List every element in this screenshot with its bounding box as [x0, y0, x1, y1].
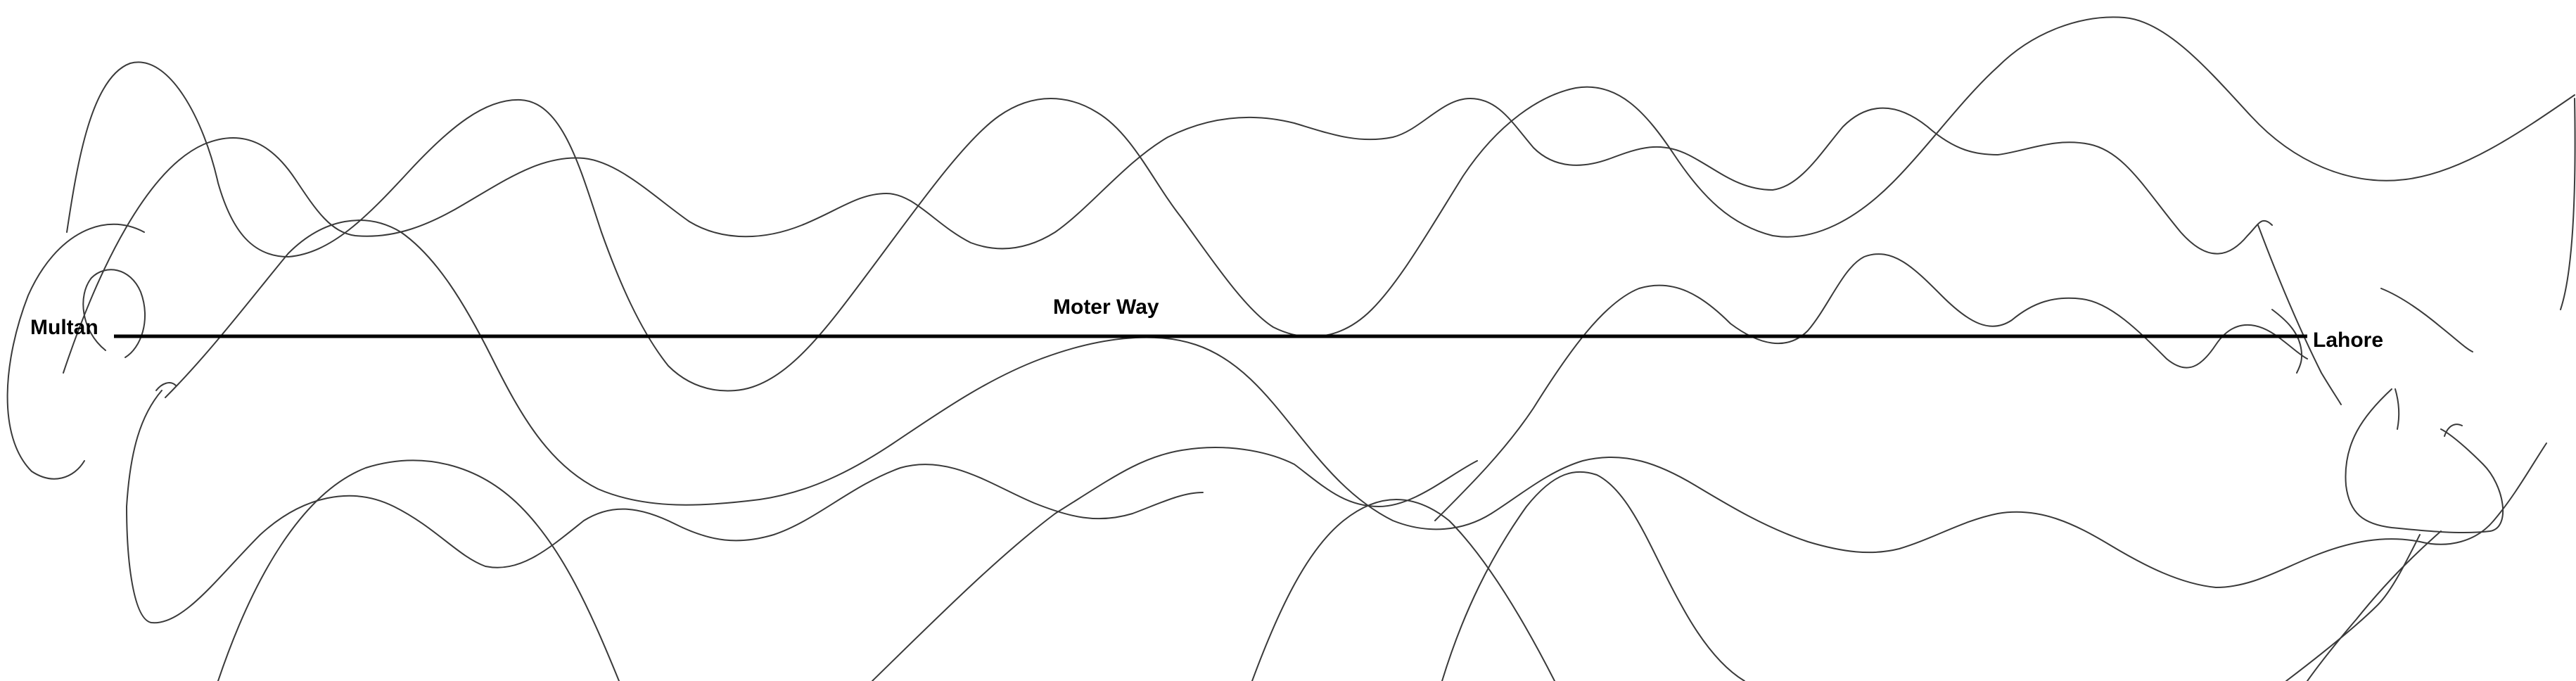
scribble-curve: [2307, 530, 2442, 681]
scribble-curve: [2271, 309, 2303, 374]
scribble-curve: [66, 16, 2575, 392]
scribble-curve: [217, 459, 620, 681]
scribble-lines: [6, 16, 2576, 681]
scribble-curve: [2395, 388, 2400, 430]
scribble-curve: [2444, 424, 2463, 437]
scribble-curve: [872, 447, 1478, 681]
scribble-curve: [126, 390, 1204, 624]
scribble-curve: [2380, 288, 2473, 352]
scribble-curve: [1441, 471, 1745, 681]
scribble-curve: [63, 98, 2273, 374]
scribble-curve: [2285, 534, 2421, 681]
scribble-curve: [155, 382, 177, 391]
scribble-curve: [1251, 499, 1555, 681]
scribble-curve: [6, 223, 145, 480]
scribble-curve: [1434, 253, 2308, 521]
lahore-label: Lahore: [2313, 329, 2383, 352]
scribble-curve: [165, 219, 2547, 588]
multan-label: Multan: [30, 316, 98, 339]
scribble-curve: [2345, 388, 2504, 534]
scribble-curve: [2257, 224, 2342, 405]
scribble-curve: [82, 269, 146, 358]
scribble-curve: [2560, 98, 2576, 310]
moter-way-label: Moter Way: [1053, 295, 1159, 319]
